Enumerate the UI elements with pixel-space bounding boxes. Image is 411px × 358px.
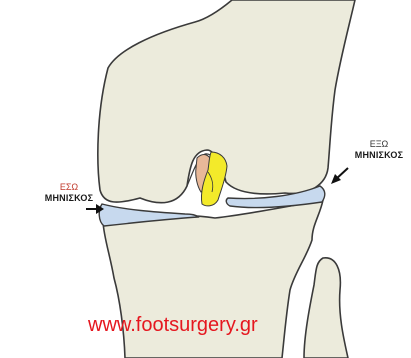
medial-meniscus-label: ΕΣΩ ΜΗΝΙΣΚΟΣ	[38, 182, 100, 204]
lateral-label-line1: ΕΞΩ	[352, 139, 406, 150]
lateral-label-line2: ΜΗΝΙΣΚΟΣ	[352, 150, 406, 161]
website-watermark: www.footsurgery.gr	[88, 314, 308, 337]
lateral-meniscus-label: ΕΞΩ ΜΗΝΙΣΚΟΣ	[352, 139, 406, 161]
right-arrow	[331, 168, 348, 184]
fibula-bone	[304, 258, 348, 358]
medial-label-line1: ΕΣΩ	[38, 182, 100, 193]
medial-label-line2: ΜΗΝΙΣΚΟΣ	[38, 193, 100, 204]
